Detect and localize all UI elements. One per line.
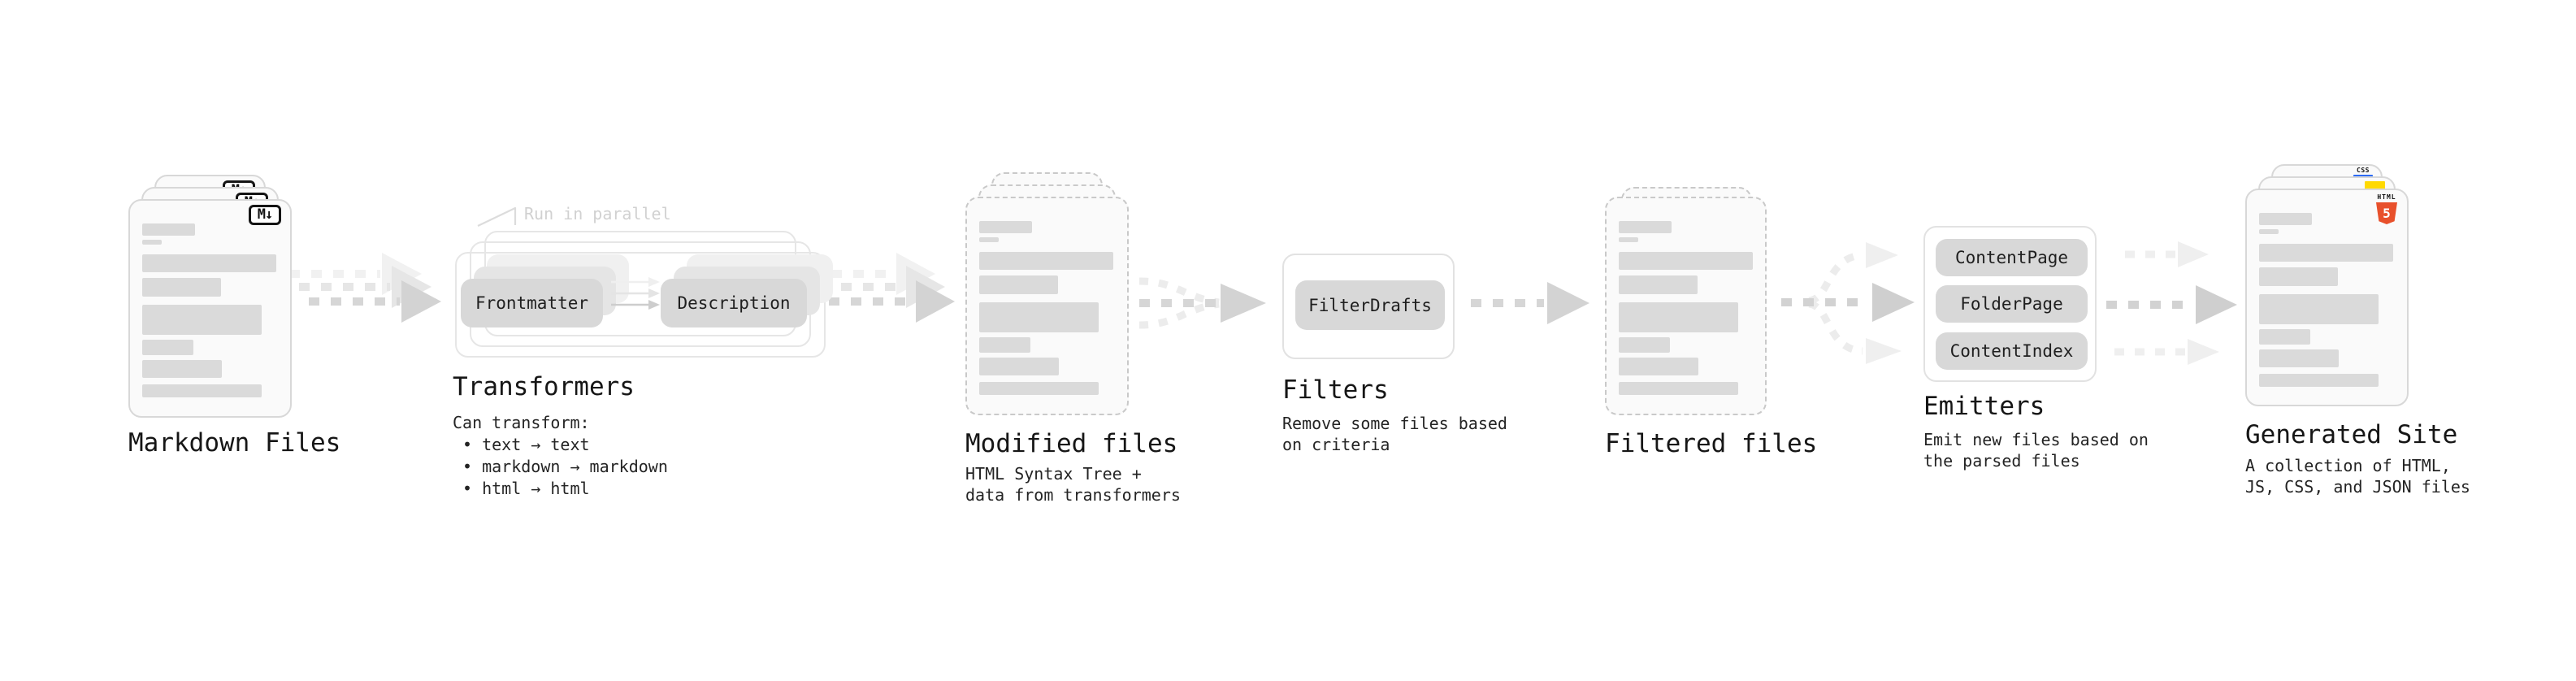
text-line-placeholder bbox=[2259, 213, 2312, 225]
text-line-placeholder bbox=[1619, 221, 1672, 233]
arrow-modified-to-filters bbox=[1138, 277, 1266, 329]
stage-markdown-files: M↓ M↓ M↓ bbox=[128, 175, 295, 459]
javascript-icon bbox=[2365, 181, 2385, 190]
text-line-placeholder bbox=[2259, 374, 2379, 387]
arrow-filters-to-filtered bbox=[1471, 282, 1589, 324]
text-line-placeholder bbox=[142, 360, 222, 378]
text-line-placeholder bbox=[2259, 229, 2279, 234]
text-line-placeholder bbox=[979, 275, 1058, 294]
text-line-placeholder bbox=[979, 302, 1099, 332]
text-line-placeholder bbox=[1619, 382, 1738, 395]
stage-modified-files bbox=[965, 172, 1132, 457]
modified-files-label: Modified files bbox=[965, 429, 1178, 458]
filters-sublabel: Remove some files based on criteria bbox=[1282, 414, 1507, 454]
text-line-placeholder bbox=[1619, 302, 1738, 332]
text-line-placeholder bbox=[142, 278, 221, 297]
text-line-placeholder bbox=[1619, 337, 1670, 353]
text-line-placeholder bbox=[979, 337, 1030, 353]
transform-bullet: • text → text bbox=[462, 435, 590, 454]
transformers-label: Transformers bbox=[453, 372, 635, 401]
text-line-placeholder bbox=[142, 305, 262, 335]
text-line-placeholder bbox=[2259, 349, 2339, 367]
description-node: Description bbox=[661, 279, 807, 327]
filterdrafts-node: FilterDrafts bbox=[1295, 280, 1445, 330]
text-line-placeholder bbox=[142, 384, 262, 397]
text-line-placeholder bbox=[1619, 252, 1753, 270]
text-line-placeholder bbox=[142, 240, 162, 245]
arrow-markdown-to-transformers bbox=[289, 253, 441, 323]
html5-icon: HTML 5 bbox=[2375, 194, 2398, 224]
markdown-files-label: Markdown Files bbox=[128, 428, 341, 458]
contentpage-node: ContentPage bbox=[1936, 239, 2088, 276]
text-line-placeholder bbox=[142, 340, 193, 355]
generated-site-label: Generated Site bbox=[2245, 420, 2458, 449]
arrow-emitters-to-generated bbox=[2106, 241, 2237, 365]
text-line-placeholder bbox=[2259, 244, 2393, 262]
emitters-label: Emitters bbox=[1923, 392, 2045, 421]
text-line-placeholder bbox=[2259, 294, 2379, 324]
text-line-placeholder bbox=[2259, 267, 2338, 286]
modified-files-sublabel: HTML Syntax Tree + data from transformer… bbox=[965, 464, 1181, 505]
text-line-placeholder bbox=[979, 221, 1032, 233]
contentindex-node: ContentIndex bbox=[1936, 332, 2088, 370]
text-line-placeholder bbox=[1619, 358, 1698, 375]
filtered-file-card-front bbox=[1605, 197, 1767, 415]
stage-filtered-files bbox=[1605, 187, 1772, 455]
arrow-filtered-to-emitters bbox=[1781, 242, 1915, 364]
frontmatter-node: Frontmatter bbox=[461, 279, 603, 327]
arrow-transformers-to-modified bbox=[809, 253, 955, 323]
text-line-placeholder bbox=[979, 358, 1059, 375]
text-line-placeholder bbox=[979, 252, 1113, 270]
stage-generated-site: CSS HTML 5 bbox=[2245, 164, 2412, 449]
markdown-icon: M↓ bbox=[249, 205, 281, 225]
text-line-placeholder bbox=[1619, 275, 1698, 294]
run-in-parallel-label: Run in parallel bbox=[524, 204, 671, 223]
text-line-placeholder bbox=[1619, 237, 1638, 242]
transformers-description: Can transform: • text → text • markdown … bbox=[453, 412, 668, 500]
transformers-description-title: Can transform: bbox=[453, 413, 590, 432]
text-line-placeholder bbox=[979, 237, 999, 242]
filters-box: FilterDrafts bbox=[1282, 254, 1455, 359]
transform-bullet: • markdown → markdown bbox=[462, 457, 668, 476]
transform-bullet: • html → html bbox=[462, 479, 590, 498]
filtered-files-label: Filtered files bbox=[1605, 429, 1818, 458]
transformer-layer-front bbox=[455, 252, 826, 358]
folderpage-node: FolderPage bbox=[1936, 285, 2088, 323]
markdown-file-card-front: M↓ bbox=[128, 199, 292, 418]
text-line-placeholder bbox=[979, 382, 1099, 395]
text-line-placeholder bbox=[142, 223, 195, 236]
stage-transformers: Frontmatter Description bbox=[455, 195, 837, 366]
filters-label: Filters bbox=[1282, 375, 1389, 405]
text-line-placeholder bbox=[2259, 329, 2310, 345]
parallel-mini-arrows bbox=[611, 277, 660, 310]
emitters-sublabel: Emit new files based on the parsed files bbox=[1923, 430, 2149, 471]
callout-leader-line bbox=[477, 206, 517, 227]
html5-shield: 5 bbox=[2376, 202, 2397, 224]
generated-file-card-html: HTML 5 bbox=[2245, 189, 2409, 406]
text-line-placeholder bbox=[142, 254, 276, 272]
generated-site-sublabel: A collection of HTML, JS, CSS, and JSON … bbox=[2245, 456, 2470, 497]
emitters-box: ContentPage FolderPage ContentIndex bbox=[1923, 226, 2097, 382]
modified-file-card-front bbox=[965, 197, 1129, 415]
